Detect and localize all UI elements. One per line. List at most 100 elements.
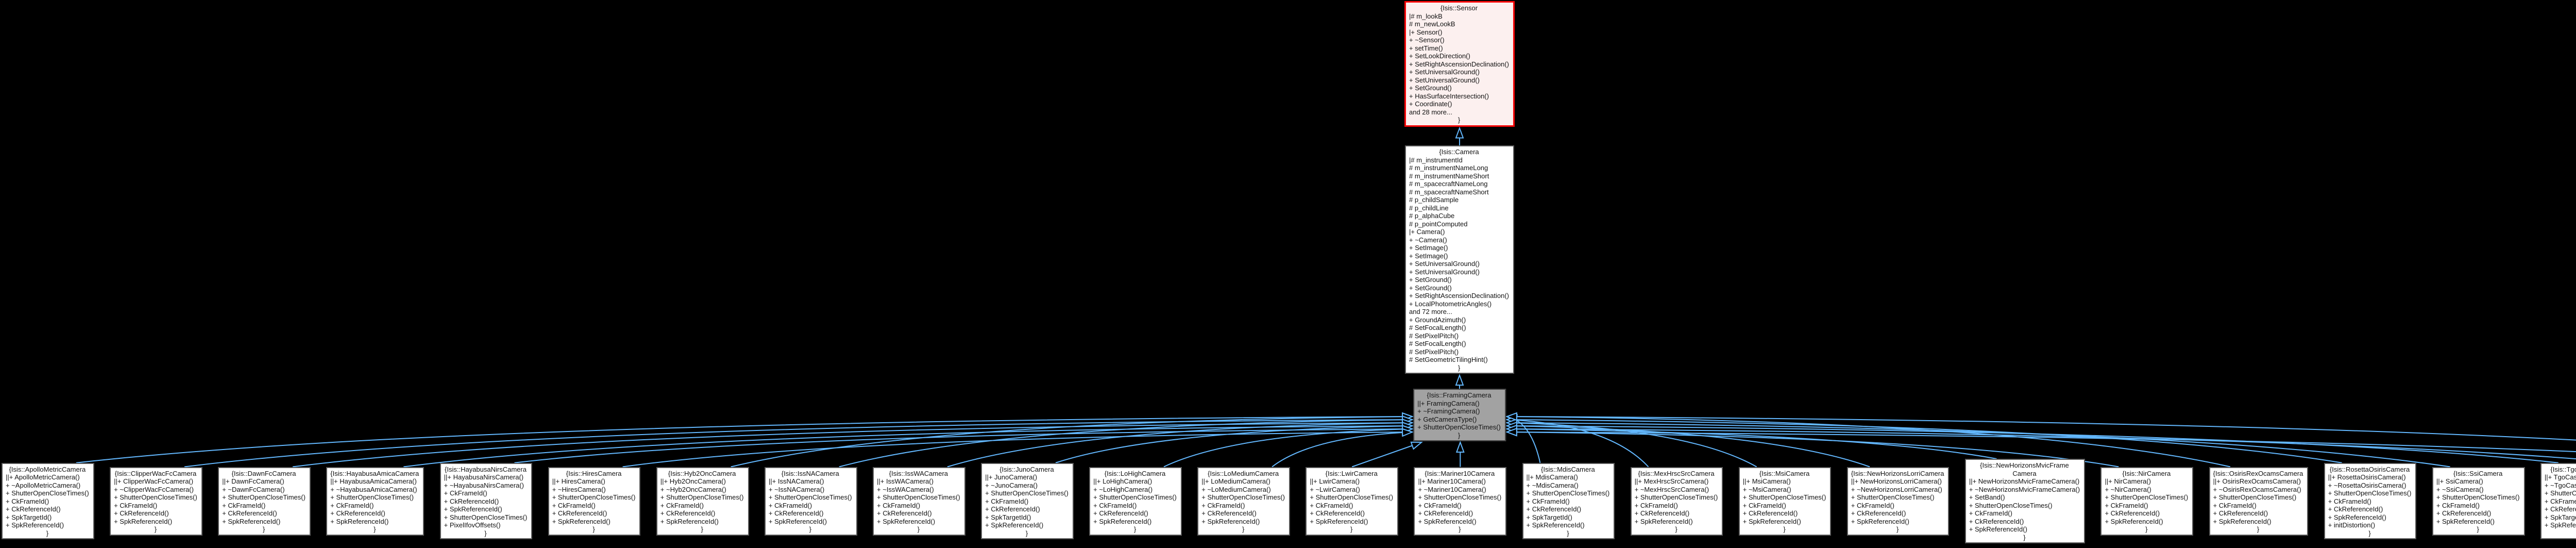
class-member: ||+ MdisCamera() xyxy=(1526,473,1578,481)
class-node-isis-clipperwacfccamera[interactable]: {Isis::ClipperWacFcCamera ||+ ClipperWac… xyxy=(110,467,202,536)
class-node-isis-newhorizonslorricamera[interactable]: {Isis::NewHorizonsLorriCamera ||+ NewHor… xyxy=(1846,467,1950,536)
class-member: + SpkReferenceId() xyxy=(660,517,719,525)
class-member: + CkReferenceId() xyxy=(1634,509,1690,517)
class-node-isis-lohighcamera[interactable]: {Isis::LoHighCamera ||+ LoHighCamera()+ … xyxy=(1089,467,1182,536)
class-title: {Isis::OsirisRexOcamsCamera xyxy=(2213,469,2303,477)
class-member: # SetFocalLength() xyxy=(1409,340,1466,347)
class-member: + SetUniversalGround() xyxy=(1409,268,1480,276)
class-node-isis-lomediumcamera[interactable]: {Isis::LoMediumCamera ||+ LoMediumCamera… xyxy=(1197,467,1290,536)
class-member: + ~IssWACamera() xyxy=(876,485,934,493)
class-node-isis-sensor[interactable]: {Isis::Sensor |# m_lookB# m_newLookB|+ S… xyxy=(1404,1,1515,127)
class-title: {Isis::TgoCassisCamera xyxy=(2550,465,2576,473)
class-node-isis-msicamera[interactable]: {Isis::MsiCamera ||+ MsiCamera()+ ~MsiCa… xyxy=(1738,467,1832,536)
record-close-brace: } xyxy=(2023,533,2026,541)
record-close-brace: } xyxy=(1458,363,1461,372)
class-member: + ~HayabusaNirsCamera() xyxy=(444,481,524,489)
class-member: + CkFrameId() xyxy=(2213,501,2257,509)
class-node-isis-hyb2onccamera[interactable]: {Isis::Hyb2OncCamera ||+ Hyb2OncCamera()… xyxy=(656,467,749,536)
class-member: + SpkReferenceId() xyxy=(2544,521,2576,529)
class-title: {Isis::ApolloMetricCamera xyxy=(9,465,86,473)
class-member: + CkFrameId() xyxy=(1634,501,1678,509)
class-node-isis-osirisrexocamscamera[interactable]: {Isis::OsirisRexOcamsCamera ||+ OsirisRe… xyxy=(2209,467,2309,536)
class-node-isis-camera[interactable]: {Isis::Camera |# m_instrumentId# m_instr… xyxy=(1404,145,1515,374)
class-member: ||+ DawnFcCamera() xyxy=(222,477,284,485)
class-member: + ShutterOpenCloseTimes() xyxy=(2105,493,2189,501)
derived-classes-row: {Isis::ApolloMetricCamera ||+ ApolloMetr… xyxy=(0,456,2576,546)
class-member: ||+ MsiCamera() xyxy=(1742,477,1791,485)
class-member: + ShutterOpenCloseTimes() xyxy=(660,493,744,501)
class-member: + SpkReferenceId() xyxy=(1201,517,1260,525)
class-node-isis-newhorizonsmvicframecamera[interactable]: {Isis::NewHorizonsMvicFrame Camera||+ Ne… xyxy=(1964,459,2086,543)
class-node-isis-mexhrscsrccamera[interactable]: {Isis::MexHrscSrcCamera ||+ MexHrscSrcCa… xyxy=(1630,467,1723,536)
class-member: # SetGeometricTilingHint() xyxy=(1409,356,1488,363)
class-node-isis-hirescamera[interactable]: {Isis::HiresCamera ||+ HiresCamera()+ ~H… xyxy=(548,467,641,536)
class-member: + CkFrameId() xyxy=(330,501,374,509)
class-node-isis-lwircamera[interactable]: {Isis::LwirCamera ||+ LwirCamera()+ ~Lwi… xyxy=(1306,467,1399,536)
class-member: + CkReferenceId() xyxy=(114,509,169,517)
class-node-isis-apollometriccamera[interactable]: {Isis::ApolloMetricCamera ||+ ApolloMetr… xyxy=(2,462,94,540)
class-title: {Isis::LoHighCamera xyxy=(1104,469,1166,477)
class-member: + ~Camera() xyxy=(1409,236,1447,244)
class-member: and 72 more... xyxy=(1409,308,1452,315)
class-member: + CkReferenceId() xyxy=(1526,505,1582,513)
class-member: + ~HayabusaAmicaCamera() xyxy=(330,485,417,493)
class-title: {Isis::Camera xyxy=(1439,148,1479,156)
class-member: ||+ HiresCamera() xyxy=(552,477,605,485)
class-member: + SpkReferenceId() xyxy=(876,517,936,525)
class-member: + SpkReferenceId() xyxy=(330,517,389,525)
class-member: ||+ NewHorizonsMvicFrameCamera() xyxy=(1969,477,2080,485)
class-title: {Isis::MsiCamera xyxy=(1759,469,1810,477)
class-member: + ~RosettaOsirisCamera() xyxy=(2328,481,2406,489)
class-title: {Isis::MexHrscSrcCamera xyxy=(1638,469,1715,477)
class-node-isis-hayabusaamicacamera[interactable]: {Isis::HayabusaAmicaCamera ||+ HayabusaA… xyxy=(326,467,425,536)
class-member: ||+ HayabusaNirsCamera() xyxy=(444,473,524,481)
class-node-isis-nircamera[interactable]: {Isis::NirCamera ||+ NirCamera()+ ~NirCa… xyxy=(2100,467,2194,536)
class-member: + ShutterOpenCloseTimes() xyxy=(985,489,1069,497)
class-node-isis-ssicamera[interactable]: {Isis::SsiCamera ||+ SsiCamera()+ ~SsiCa… xyxy=(2432,467,2525,536)
class-node-isis-framingcamera[interactable]: {Isis::FramingCamera ||+ FramingCamera()… xyxy=(1413,389,1506,441)
class-member: + PixelIfovOffsets() xyxy=(444,521,501,529)
class-member: |+ Sensor() xyxy=(1409,28,1443,36)
class-node-isis-tgocassiscamera[interactable]: {Isis::TgoCassisCamera ||+ TgoCassisCame… xyxy=(2540,462,2576,540)
class-member: + Coordinate() xyxy=(1409,100,1452,108)
class-title: {Isis::IssWACamera xyxy=(889,469,948,477)
class-member: + CkFrameId() xyxy=(1418,501,1462,509)
class-member: ||+ LwirCamera() xyxy=(1310,477,1360,485)
class-member: + ShutterOpenCloseTimes() xyxy=(222,493,306,501)
class-member: + GetCameraType() xyxy=(1417,415,1477,423)
class-member: + LocalPhotometricAngles() xyxy=(1409,300,1492,308)
class-member: + SpkTargetId() xyxy=(1526,513,1572,521)
class-member: ||+ FramingCamera() xyxy=(1417,399,1480,407)
class-member: + ~DawnFcCamera() xyxy=(222,485,285,493)
class-member: + GroundAzimuth() xyxy=(1409,315,1466,324)
class-member: + SetRightAscensionDeclination() xyxy=(1409,60,1510,68)
class-node-isis-mdiscamera[interactable]: {Isis::MdisCamera ||+ MdisCamera()+ ~Mdi… xyxy=(1522,462,1615,540)
record-close-brace: } xyxy=(262,525,265,533)
class-member: + ShutterOpenCloseTimes() xyxy=(1634,493,1718,501)
class-member: + ShutterOpenCloseTimes() xyxy=(1851,493,1935,501)
class-member: ||+ HayabusaAmicaCamera() xyxy=(330,477,417,485)
class-title: {Isis::Hyb2OncCamera xyxy=(668,469,736,477)
class-node-isis-dawnfccamera[interactable]: {Isis::DawnFcCamera ||+ DawnFcCamera()+ … xyxy=(218,467,311,536)
class-node-isis-mariner10camera[interactable]: {Isis::Mariner10Camera ||+ Mariner10Came… xyxy=(1414,467,1507,536)
class-node-isis-junocamera[interactable]: {Isis::JunoCamera ||+ JunoCamera()+ ~Jun… xyxy=(981,462,1074,540)
class-node-isis-rosettaosiriscamera[interactable]: {Isis::RosettaOsirisCamera ||+ RosettaOs… xyxy=(2324,462,2417,540)
class-member: + CkFrameId() xyxy=(1201,501,1245,509)
class-member: |# m_instrumentId xyxy=(1409,156,1463,164)
class-member: + CkReferenceId() xyxy=(6,505,61,513)
class-title: {Isis::SsiCamera xyxy=(2453,469,2503,477)
class-node-isis-hayabusanirscamera[interactable]: {Isis::HayabusaNirsCamera ||+ HayabusaNi… xyxy=(439,462,533,540)
class-title: {Isis::RosettaOsirisCamera xyxy=(2329,465,2410,473)
class-member: + CkFrameId() xyxy=(552,501,596,509)
class-member: + CkFrameId() xyxy=(768,501,812,509)
class-member: + ~NirCamera() xyxy=(2105,485,2151,493)
class-member: + CkReferenceId() xyxy=(552,509,607,517)
class-member: + ~HiresCamera() xyxy=(552,485,606,493)
class-member: + ShutterOpenCloseTimes() xyxy=(114,493,197,501)
class-member: + initDistortion() xyxy=(2328,521,2376,529)
class-node-isis-issnacamera[interactable]: {Isis::IssNACamera ||+ IssNACamera()+ ~I… xyxy=(764,467,857,536)
record-close-brace: } xyxy=(701,525,703,533)
class-node-isis-isswacamera[interactable]: {Isis::IssWACamera ||+ IssWACamera()+ ~I… xyxy=(872,467,965,536)
class-member: # SetFocalLength() xyxy=(1409,324,1466,331)
class-title: {Isis::LoMediumCamera xyxy=(1208,469,1279,477)
